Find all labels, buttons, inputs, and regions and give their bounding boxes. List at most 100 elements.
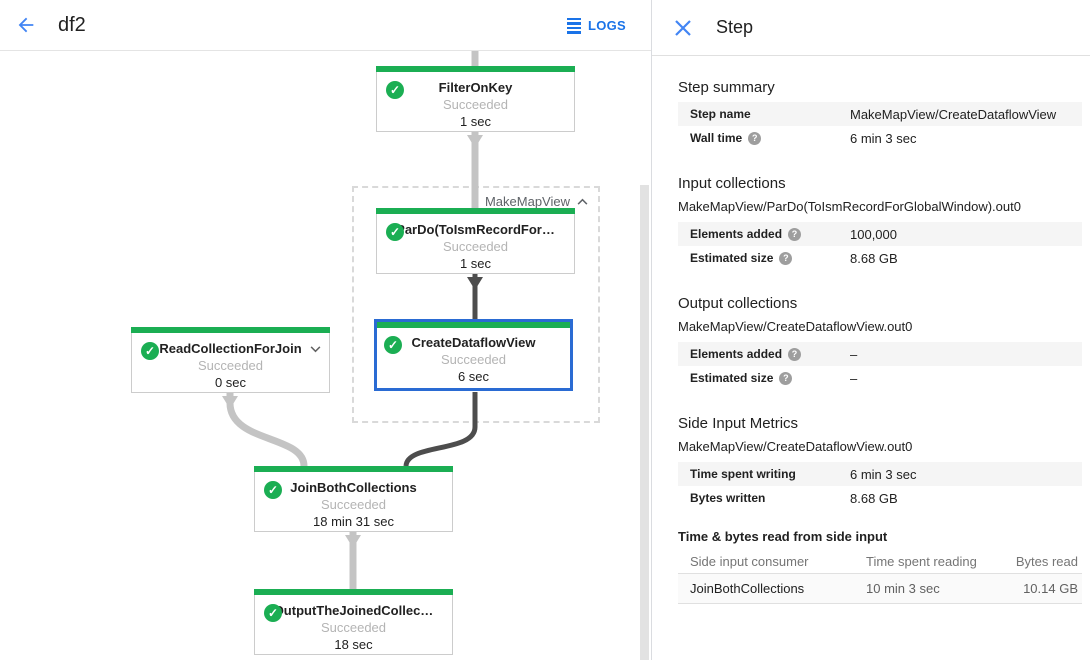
- step-node-title: JoinBothCollections: [290, 480, 417, 495]
- column-header-side-input-consumer: Side input consumer: [690, 554, 809, 569]
- step-panel-body: Step summary Step name MakeMapView/Creat…: [652, 78, 1090, 604]
- kv-value: 6 min 3 sec: [850, 130, 917, 146]
- kv-label-text: Estimated size: [690, 371, 774, 385]
- step-node-outputthejoined[interactable]: ✓ OutputTheJoinedCollec… Succeeded 18 se…: [254, 589, 453, 655]
- back-button[interactable]: [14, 13, 38, 37]
- logs-list-icon: [566, 17, 581, 34]
- kv-label-text: Time spent writing: [690, 467, 796, 481]
- help-icon[interactable]: ?: [779, 371, 793, 385]
- succeeded-check-icon: ✓: [264, 481, 282, 499]
- step-node-time: 1 sec: [459, 114, 492, 129]
- succeeded-check-icon: ✓: [264, 604, 282, 622]
- step-node-title: FilterOnKey: [438, 80, 513, 95]
- help-icon[interactable]: ?: [788, 227, 802, 241]
- input-collection-name: MakeMapView/ParDo(ToIsmRecordForGlobalWi…: [678, 199, 1021, 214]
- step-node-filteronkey[interactable]: ✓ FilterOnKey Succeeded 1 sec: [376, 66, 575, 132]
- step-node-pardo-toismrecord[interactable]: ✓ ParDo(ToIsmRecordFor… Succeeded 1 sec: [376, 208, 575, 274]
- back-arrow-icon: [18, 17, 34, 33]
- kv-label: Step name: [690, 107, 850, 121]
- group-label: MakeMapView: [484, 194, 570, 209]
- succeeded-check-icon: ✓: [386, 223, 404, 241]
- chevron-down-icon: [310, 346, 321, 353]
- kv-label: Time spent writing: [690, 467, 850, 481]
- step-node-status: Succeeded: [197, 358, 264, 373]
- kv-row-wall-time: Wall time ? 6 min 3 sec: [678, 126, 1082, 150]
- succeeded-check-icon: ✓: [384, 336, 402, 354]
- status-bar: [131, 327, 330, 333]
- status-bar: [376, 208, 575, 214]
- kv-row-step-name: Step name MakeMapView/CreateDataflowView: [678, 102, 1082, 126]
- kv-label-text: Elements added: [690, 227, 783, 241]
- kv-row-estimated-size: Estimated size ? 8.68 GB: [678, 246, 1082, 270]
- logs-button[interactable]: LOGS: [566, 0, 626, 51]
- step-node-title: ReadCollectionForJoin: [159, 341, 302, 356]
- step-node-title: ParDo(ToIsmRecordFor…: [396, 222, 555, 237]
- section-heading-input-collections: Input collections: [678, 175, 786, 192]
- step-node-createdataflowview-selected[interactable]: ✓ CreateDataflowView Succeeded 6 sec: [374, 319, 573, 391]
- kv-label-text: Estimated size: [690, 251, 774, 265]
- step-node-title: OutputTheJoinedCollec…: [273, 603, 434, 618]
- expand-step-button[interactable]: [310, 341, 321, 356]
- section-heading-output-collections: Output collections: [678, 295, 798, 312]
- top-bar: df2 LOGS: [0, 0, 652, 51]
- close-icon: [675, 19, 691, 36]
- kv-row-time-spent-writing: Time spent writing 6 min 3 sec: [678, 462, 1082, 486]
- step-node-joinbothcollections[interactable]: ✓ JoinBothCollections Succeeded 18 min 3…: [254, 466, 453, 532]
- side-input-table: Side input consumer Time spent reading B…: [678, 550, 1082, 604]
- close-panel-button[interactable]: [672, 17, 694, 39]
- job-graph-canvas: MakeMapView: [0, 51, 651, 660]
- status-bar: [377, 322, 570, 328]
- step-panel-header: Step: [652, 0, 1090, 56]
- side-input-table-header: Side input consumer Time spent reading B…: [678, 550, 1082, 574]
- kv-row-elements-added: Elements added ? 100,000: [678, 222, 1082, 246]
- kv-label-text: Elements added: [690, 347, 783, 361]
- status-bar: [376, 66, 575, 72]
- step-node-readcollectionforjoin[interactable]: ✓ ReadCollectionForJoin Succeeded 0 sec: [131, 327, 330, 393]
- kv-value: –: [850, 346, 858, 362]
- status-bar: [254, 589, 453, 595]
- step-node-time: 18 sec: [334, 637, 373, 652]
- succeeded-check-icon: ✓: [386, 81, 404, 99]
- kv-row-elements-added: Elements added ? –: [678, 342, 1082, 366]
- column-header-bytes-read: Bytes read: [1015, 554, 1078, 569]
- graph-vertical-scrollbar[interactable]: [640, 185, 649, 660]
- kv-label: Estimated size ?: [690, 251, 850, 265]
- makemapview-group-header[interactable]: MakeMapView: [485, 194, 588, 209]
- step-node-status: Succeeded: [320, 497, 387, 512]
- kv-row-bytes-written: Bytes written 8.68 GB: [678, 486, 1082, 510]
- help-icon[interactable]: ?: [748, 131, 762, 145]
- cell-side-input-consumer: JoinBothCollections: [690, 581, 805, 596]
- step-detail-panel: Step Step summary Step name MakeMapView/…: [652, 0, 1090, 660]
- kv-label-text: Wall time: [690, 131, 743, 145]
- step-node-title: CreateDataflowView: [411, 335, 536, 350]
- kv-row-estimated-size: Estimated size ? –: [678, 366, 1082, 390]
- kv-value: MakeMapView/CreateDataflowView: [850, 106, 1057, 122]
- step-node-time: 18 min 31 sec: [313, 514, 394, 529]
- help-icon[interactable]: ?: [788, 347, 802, 361]
- step-node-status: Succeeded: [320, 620, 387, 635]
- kv-value: 100,000: [850, 226, 897, 242]
- output-collection-name: MakeMapView/CreateDataflowView.out0: [678, 319, 913, 334]
- status-bar: [254, 466, 453, 472]
- kv-value: 8.68 GB: [850, 250, 898, 266]
- cell-bytes-read: 10.14 GB: [1023, 581, 1078, 596]
- kv-label: Wall time ?: [690, 131, 850, 145]
- succeeded-check-icon: ✓: [141, 342, 159, 360]
- side-input-table-heading: Time & bytes read from side input: [678, 529, 888, 544]
- cell-time-spent-reading: 10 min 3 sec: [866, 581, 940, 596]
- kv-label: Elements added ?: [690, 227, 850, 241]
- page-title: df2: [58, 13, 86, 36]
- kv-label: Bytes written: [690, 491, 850, 505]
- step-node-status: Succeeded: [442, 239, 509, 254]
- step-node-time: 1 sec: [459, 256, 492, 271]
- chevron-up-icon: [577, 198, 588, 205]
- kv-label: Estimated size ?: [690, 371, 850, 385]
- panel-title: Step: [716, 17, 754, 37]
- panel-divider: [651, 0, 652, 660]
- step-node-status: Succeeded: [440, 352, 507, 367]
- help-icon[interactable]: ?: [779, 251, 793, 265]
- graph-edges: [222, 51, 483, 589]
- side-input-collection-name: MakeMapView/CreateDataflowView.out0: [678, 439, 913, 454]
- kv-label-text: Bytes written: [690, 491, 766, 505]
